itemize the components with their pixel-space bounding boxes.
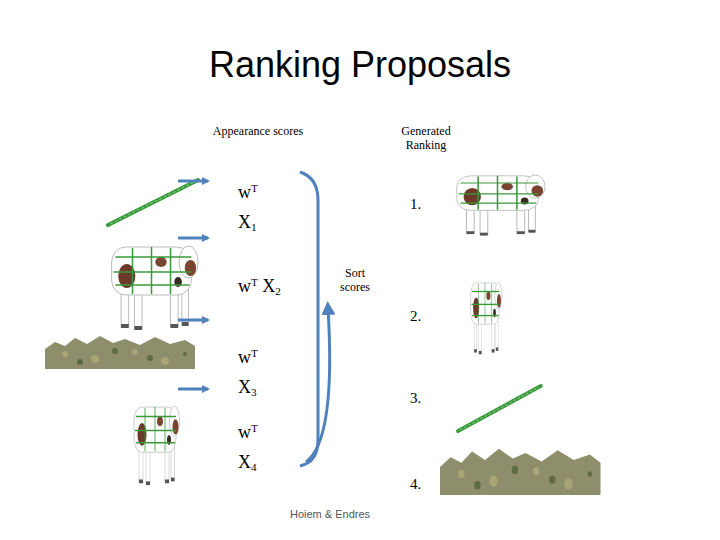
slide-title: Ranking Proposals [60, 44, 660, 85]
score-formula: wT X4 [238, 418, 278, 477]
rank-number: 3. [410, 390, 421, 407]
column-heading: Appearance scores [208, 125, 308, 139]
operation-label: Sort scores [330, 267, 380, 295]
rank-number: 1. [410, 196, 421, 213]
score-formula: wT X3 [238, 343, 278, 402]
rank-number: 4. [410, 476, 421, 493]
column-heading: Generated Ranking [380, 125, 472, 153]
score-formula: wT X1 [238, 178, 278, 237]
rank-number: 2. [410, 308, 421, 325]
score-formula: wT X2 [238, 276, 328, 298]
credit: Hoiem & Endres [270, 508, 390, 521]
